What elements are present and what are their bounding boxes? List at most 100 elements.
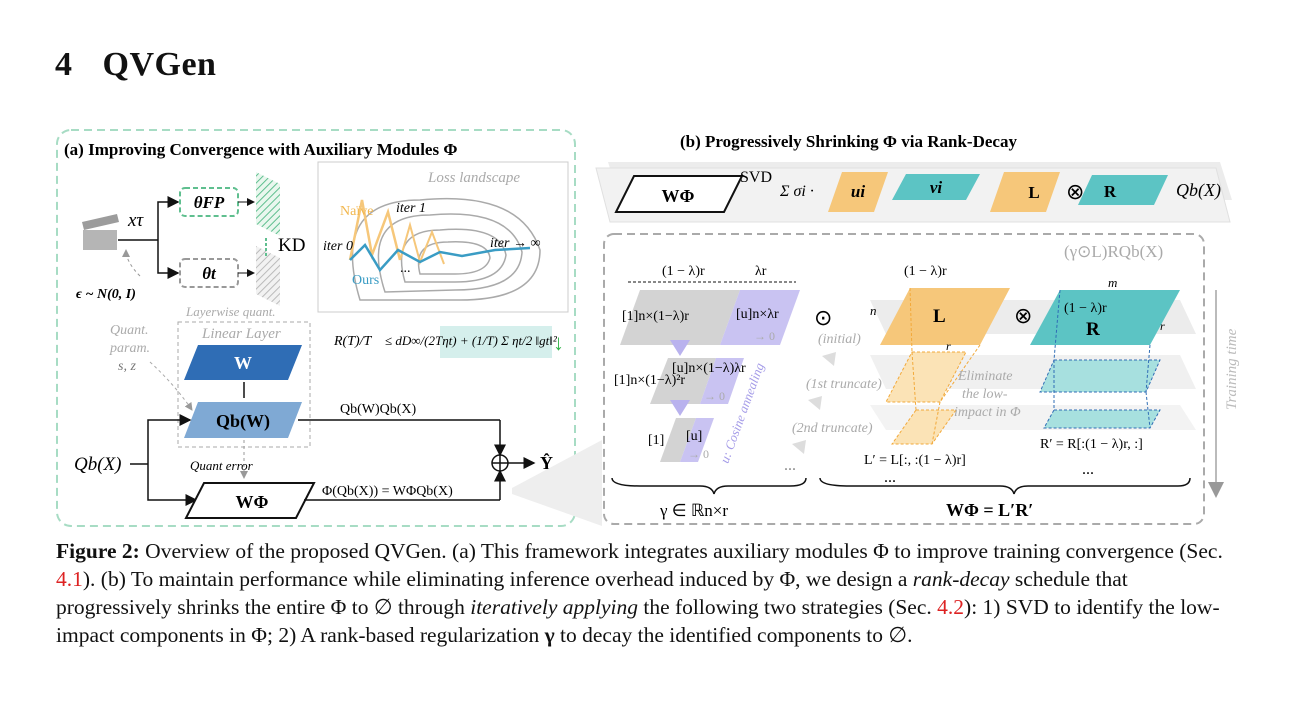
block2-a: [1]n×(1−λ)²r xyxy=(614,373,685,388)
quant-error-label: Quant error xyxy=(190,458,254,473)
r-block xyxy=(1078,175,1168,205)
caption-text-1: Overview of the proposed QVGen. (a) This… xyxy=(139,539,1223,563)
iter1-label: iter 1 xyxy=(396,201,426,216)
ours-trajectory xyxy=(349,242,531,273)
caption-ref-1[interactable]: 4.1 xyxy=(56,567,83,591)
kd-label: KD xyxy=(278,235,305,256)
first-truncate-label: (1st truncate) xyxy=(806,377,882,392)
r-dim-label: (1 − λ)r xyxy=(1064,301,1107,316)
video-clapper-icon xyxy=(82,214,119,250)
gamma-brace xyxy=(611,477,807,495)
fp-feature-icon xyxy=(256,172,280,236)
r-dots: ... xyxy=(1082,461,1094,478)
quant-param-arrow xyxy=(149,361,193,411)
to-zero-2: → 0 xyxy=(704,389,725,403)
branch-bottom xyxy=(157,240,180,279)
qbw-block xyxy=(184,402,302,438)
contour-lines xyxy=(351,197,541,301)
bound-rhs: ≤ dD∞/(2Tηt) + (1/T) Σ ηt/2 ‖gt‖² xyxy=(385,333,558,348)
l-r-otimes: ⊗ xyxy=(1014,303,1032,328)
theta-fp-label: θFP xyxy=(194,193,225,212)
svd-label: SVD xyxy=(740,169,772,186)
l-dots: ... xyxy=(884,469,896,486)
svd-w-phi-label: WΦ xyxy=(662,186,695,206)
svd-w-phi-block xyxy=(614,175,744,213)
eliminate-1: Eliminate xyxy=(957,369,1012,384)
caption-text-3: schedule that progressively shrinks the … xyxy=(56,567,1128,619)
section-number: 4 xyxy=(55,46,73,83)
block1-a: [1]n×(1−λ)r xyxy=(622,309,689,324)
caption-emphasis-2: iteratively applying xyxy=(470,595,638,619)
w-phi-label: WΦ xyxy=(236,492,269,512)
bound-highlight xyxy=(440,326,552,358)
t-feature-icon xyxy=(256,246,280,306)
figure-2: (a) Improving Convergence with Auxiliary… xyxy=(56,129,1240,527)
one-minus-lambda-r: (1 − λ)r xyxy=(662,264,705,279)
naive-label: Naïve xyxy=(340,204,373,219)
panel-a: (a) Improving Convergence with Auxiliary… xyxy=(56,129,576,527)
l-label: L xyxy=(1028,183,1039,202)
w-label: W xyxy=(234,353,252,373)
bottom-formula: Φ(Qb(X)) = WΦQb(X) xyxy=(322,484,453,499)
block1-b: [u]n×λr xyxy=(736,307,779,322)
initial-label: (initial) xyxy=(818,332,861,347)
gamma-u-1 xyxy=(720,290,800,345)
shrink-arrow-2 xyxy=(670,400,690,416)
qbx-down-arrow xyxy=(147,464,198,506)
quant-param-3: s, z xyxy=(118,359,136,374)
figure-caption: Figure 2: Overview of the proposed QVGen… xyxy=(56,537,1246,649)
l-projection-lines xyxy=(909,287,981,445)
l-dim-label: (1 − λ)r xyxy=(904,264,947,279)
gamma-u-3 xyxy=(680,418,714,462)
l-block xyxy=(990,172,1060,212)
quant-param-1: Quant. xyxy=(110,323,149,338)
branch-top xyxy=(157,196,180,240)
top-otimes: ⊗ xyxy=(1066,179,1084,204)
output-label: Ŷ xyxy=(540,452,553,473)
section-heading: 4 QVGen xyxy=(55,46,216,84)
loss-landscape-box xyxy=(317,161,569,313)
noise-label: ϵ ~ N(0, I) xyxy=(76,287,136,302)
w-block xyxy=(184,345,302,380)
caption-emphasis-1: rank-decay xyxy=(912,567,1010,591)
l-prime-label: L′ = L[:, :(1 − λ)r] xyxy=(864,453,966,468)
eliminate-2: the low- xyxy=(962,387,1008,402)
r-prime-label: R′ = R[:(1 − λ)r, :] xyxy=(1040,437,1143,452)
svd-sum: Σ σi · xyxy=(779,183,814,200)
block3-b: [u] xyxy=(686,429,702,444)
gamma-space: γ ∈ ℝn×r xyxy=(659,501,728,520)
bound-lhs: R(T)/T xyxy=(333,334,373,349)
panel-b: (b) Progressively Shrinking Φ via Rank-D… xyxy=(512,132,1240,526)
qbx-label: Qb(X) xyxy=(74,454,121,475)
r-projection-lines xyxy=(1053,289,1151,429)
block3-a: [1] xyxy=(648,433,664,448)
r-matrix-1 xyxy=(1039,359,1161,393)
panel-b-title: (b) Progressively Shrinking Φ via Rank-D… xyxy=(680,132,1017,151)
r-matrix xyxy=(1030,290,1180,345)
lambda-r: λr xyxy=(755,264,767,279)
gamma-ones-3 xyxy=(660,418,696,462)
gamma-ones-2 xyxy=(650,358,716,404)
gamma-lr-label: (γ⊙L)RQb(X) xyxy=(1064,242,1163,261)
caption-ref-2[interactable]: 4.2 xyxy=(937,595,965,619)
gamma-u-2 xyxy=(700,358,744,404)
section-title: QVGen xyxy=(102,46,217,83)
caption-text-6: to decay the identified components to ∅. xyxy=(554,623,913,647)
panel-b-detail-box xyxy=(603,233,1205,525)
v-i-label: vi xyxy=(930,178,943,197)
quant-param-2: param. xyxy=(109,341,150,356)
training-time-label: Training time xyxy=(1224,328,1240,410)
truncate-arrow-2 xyxy=(808,396,822,410)
second-truncate-label: (2nd truncate) xyxy=(792,421,873,436)
w-phi-block xyxy=(184,482,316,519)
l-matrix xyxy=(880,288,1010,345)
theta-t-label: θt xyxy=(202,264,217,283)
l-n-label: n xyxy=(870,303,877,318)
panel-connector xyxy=(512,440,602,526)
caption-text-2: ). (b) To maintain performance while eli… xyxy=(82,567,913,591)
block2-b: [u]n×(1−λ)λr xyxy=(672,361,746,376)
layerwise-label: Layerwise quant. xyxy=(185,304,276,319)
eliminate-3: impact in Φ xyxy=(954,405,1021,420)
truncate-arrow-1 xyxy=(822,352,836,366)
to-zero-3: → 0 xyxy=(688,447,709,461)
